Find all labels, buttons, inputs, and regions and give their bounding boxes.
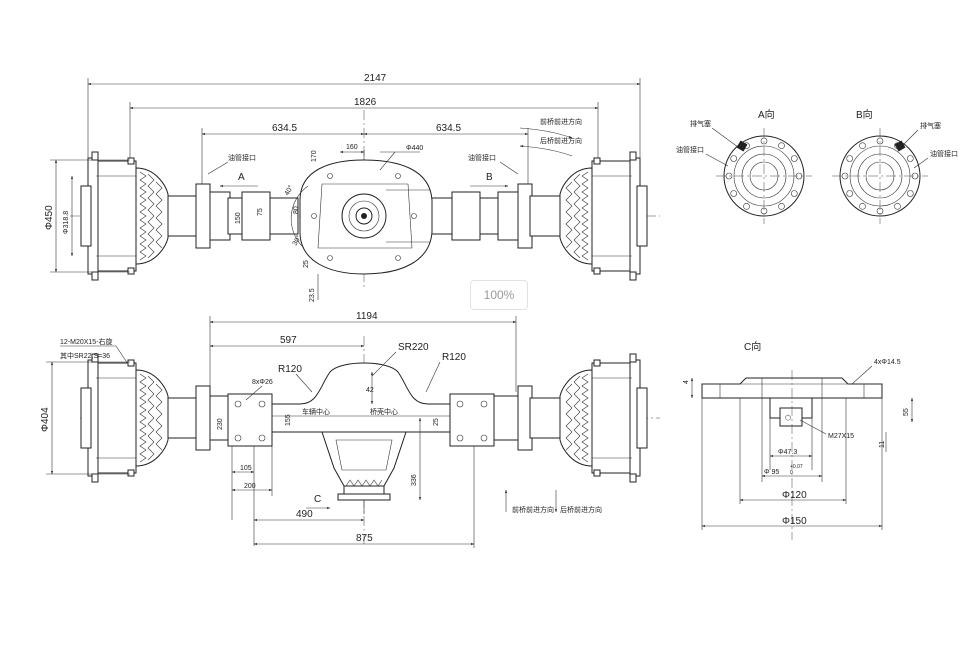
- dim-200: 200: [244, 483, 256, 490]
- zoom-indicator: 100%: [470, 280, 528, 310]
- view-c-dia150: Φ150: [782, 516, 807, 527]
- dim-490: 490: [296, 509, 313, 520]
- dir-rear: 后桥前进方向: [540, 136, 582, 145]
- view-b: B向 排气塞 油管接口: [831, 108, 958, 225]
- view-a-title: A向: [758, 108, 775, 121]
- view-c-tol-upper: +0.07: [790, 464, 803, 470]
- view-b-oil: 油管接口: [930, 149, 958, 158]
- dim-150: 150: [235, 212, 242, 224]
- dim-235: 23.5: [309, 288, 316, 302]
- view-a-vent: 排气塞: [690, 119, 711, 128]
- oil-port-left: 油管接口: [228, 153, 256, 162]
- view-b-vent: 排气塞: [920, 121, 941, 130]
- view-b-title: B向: [856, 108, 873, 121]
- dim-230: 230: [217, 418, 224, 430]
- dim-25-front: 25: [433, 418, 440, 426]
- view-c-title: C向: [744, 340, 761, 353]
- view-c-dim11: 11: [879, 441, 886, 448]
- dir-forward: 前桥前进方向: [540, 117, 582, 126]
- dia404: Φ404: [40, 407, 51, 432]
- dim-half-right: 634.5: [436, 123, 461, 134]
- nut-mark: ⬡: [785, 414, 791, 422]
- view-c-thread: M27X15: [828, 433, 854, 440]
- view-c-holes: 4xΦ14.5: [874, 359, 901, 366]
- bolt-spec: 12-M20X15-右旋: [60, 337, 113, 346]
- vehicle-center: 车辆中心: [302, 407, 330, 416]
- dim-336: 336: [411, 474, 418, 486]
- section-a: A: [238, 172, 245, 183]
- dir-rear-2: 后桥前进方向: [560, 505, 602, 514]
- dim-160: 160: [346, 144, 358, 151]
- dim-track: 1826: [354, 97, 377, 108]
- dim-half-left: 634.5: [272, 123, 297, 134]
- nut-spec: 其中SR22,S=36: [60, 351, 110, 360]
- dim-total: 2147: [364, 73, 387, 84]
- dim-dia440: Φ440: [406, 145, 423, 152]
- dim-80: 80: [293, 206, 300, 214]
- dim-155: 155: [285, 414, 292, 426]
- section-c: C: [314, 494, 321, 505]
- view-c-dia120: Φ120: [782, 490, 807, 501]
- view-a-oil: 油管接口: [676, 145, 704, 154]
- holes-8x26: 8xΦ26: [252, 379, 273, 386]
- dim-dia450: Φ450: [44, 205, 55, 230]
- view-c: C向 ⬡ 4xΦ14.5 4 55 11 M27X15 Φ47.3 Φ 95 +…: [683, 340, 914, 540]
- axle-center: 桥壳中心: [370, 407, 398, 416]
- r120-left: R120: [278, 364, 302, 375]
- dim-25-top: 25: [303, 260, 310, 268]
- dim-597: 597: [280, 335, 297, 346]
- dim-40deg: 40°: [283, 184, 295, 197]
- view-a: A向 排气塞 油管接口: [676, 108, 813, 225]
- view-c-dia473: Φ47.3: [778, 449, 797, 456]
- dim-75: 75: [257, 208, 264, 216]
- section-b: B: [486, 172, 493, 183]
- view-c-dim55: 55: [903, 408, 910, 416]
- dir-forward-2: 前桥前进方向: [512, 505, 554, 514]
- sr220: SR220: [398, 342, 429, 353]
- view-c-tol-lower: 0: [790, 470, 793, 476]
- dim-875: 875: [356, 533, 373, 544]
- top-view: 2147 1826 634.5 634.5 160 Φ440 170: [44, 73, 660, 302]
- dim-42: 42: [366, 387, 374, 394]
- view-c-dim4: 4: [683, 380, 690, 384]
- front-view: 1194 597 SR220 R12: [40, 311, 660, 548]
- dim-105: 105: [240, 465, 252, 472]
- dim-dia318: Φ318.8: [63, 211, 70, 234]
- r120-right: R120: [442, 352, 466, 363]
- view-c-dia95: Φ 95: [764, 469, 779, 476]
- dim-1194: 1194: [356, 311, 378, 322]
- oil-port-right: 油管接口: [468, 153, 496, 162]
- dim-170: 170: [311, 150, 318, 162]
